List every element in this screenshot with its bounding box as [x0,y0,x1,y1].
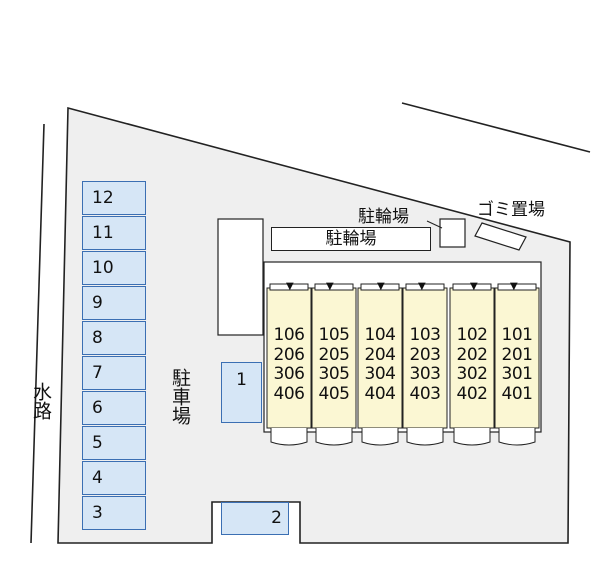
unit-balcony [453,428,491,446]
unit-number: 206 [273,344,305,365]
unit-column: 104 204 304 404 [358,325,402,404]
bike-leader [426,220,443,229]
unit-number: 306 [273,364,305,384]
unit-number: 104 [364,325,396,345]
unit-entrance [497,283,537,291]
unit-column: 102 202 302 402 [450,325,494,404]
unit-block [357,287,403,429]
parking-slot: 6 [82,391,146,425]
parking-slot: 10 [82,251,146,285]
bike-parking-box: 駐輪場 [271,227,431,251]
road-line [401,102,591,153]
entrance-marker: ▼ [510,281,518,292]
unit-balcony [406,428,444,446]
parking-slot: 3 [82,496,146,530]
bike-parking-box-label: 駐輪場 [325,229,377,249]
unit-block [449,287,495,429]
parking-slot: 9 [82,286,146,320]
unit-number: 202 [456,344,488,365]
unit-number: 106 [273,325,305,345]
unit-number: 404 [364,383,396,404]
unit-number: 405 [318,383,350,404]
waterway-line [30,123,45,544]
parking-slot: 8 [82,321,146,355]
entrance-marker: ▼ [286,281,294,292]
waterway-label: 水路 [30,382,52,420]
unit-number: 203 [409,344,441,365]
unit-column: 101 201 301 401 [495,325,539,404]
unit-number: 101 [501,325,533,345]
unit-entrance [360,283,400,291]
unit-number: 403 [409,383,441,404]
garbage-box-1 [439,218,466,248]
parking-label: 駐車場 [169,368,191,425]
unit-entrance [314,283,354,291]
parking-slot: 4 [82,461,146,495]
unit-number: 406 [273,383,305,404]
unit-balcony [315,428,353,446]
unit-column: 106 206 306 406 [267,325,311,404]
bike-parking-label: 駐輪場 [358,207,409,227]
unit-balcony [270,428,308,446]
entrance-marker: ▼ [470,281,478,292]
unit-column: 105 205 305 405 [312,325,356,404]
unit-number: 105 [318,325,350,345]
parking-slot-side: 2 [221,502,289,535]
unit-number: 205 [318,344,350,365]
entrance-marker: ▼ [377,281,385,292]
parking-slot: 7 [82,356,146,390]
unit-entrance [452,283,492,291]
entrance-marker: ▼ [418,281,426,292]
parking-slot-side: 1 [221,362,262,423]
unit-number: 401 [501,383,533,404]
unit-number: 103 [409,325,441,345]
storage-block [217,218,264,336]
unit-number: 302 [456,364,488,384]
unit-number: 402 [456,383,488,404]
unit-balcony [498,428,536,446]
unit-entrance [405,283,445,291]
unit-entrance [269,283,309,291]
entrance-marker: ▼ [326,281,334,292]
unit-shapes [266,283,540,446]
unit-number: 304 [364,364,396,384]
unit-column: 103 203 303 403 [403,325,447,404]
unit-number: 102 [456,325,488,345]
parking-slot: 11 [82,216,146,250]
parking-slot: 5 [82,426,146,460]
unit-balcony [361,428,399,446]
parking-slot: 12 [82,181,146,215]
unit-number: 301 [501,364,533,384]
garbage-label: ゴミ置場 [477,200,545,220]
unit-number: 201 [501,344,533,365]
unit-number: 305 [318,364,350,384]
garbage-box-2 [474,222,527,251]
unit-number: 303 [409,364,441,384]
unit-number: 204 [364,344,396,365]
